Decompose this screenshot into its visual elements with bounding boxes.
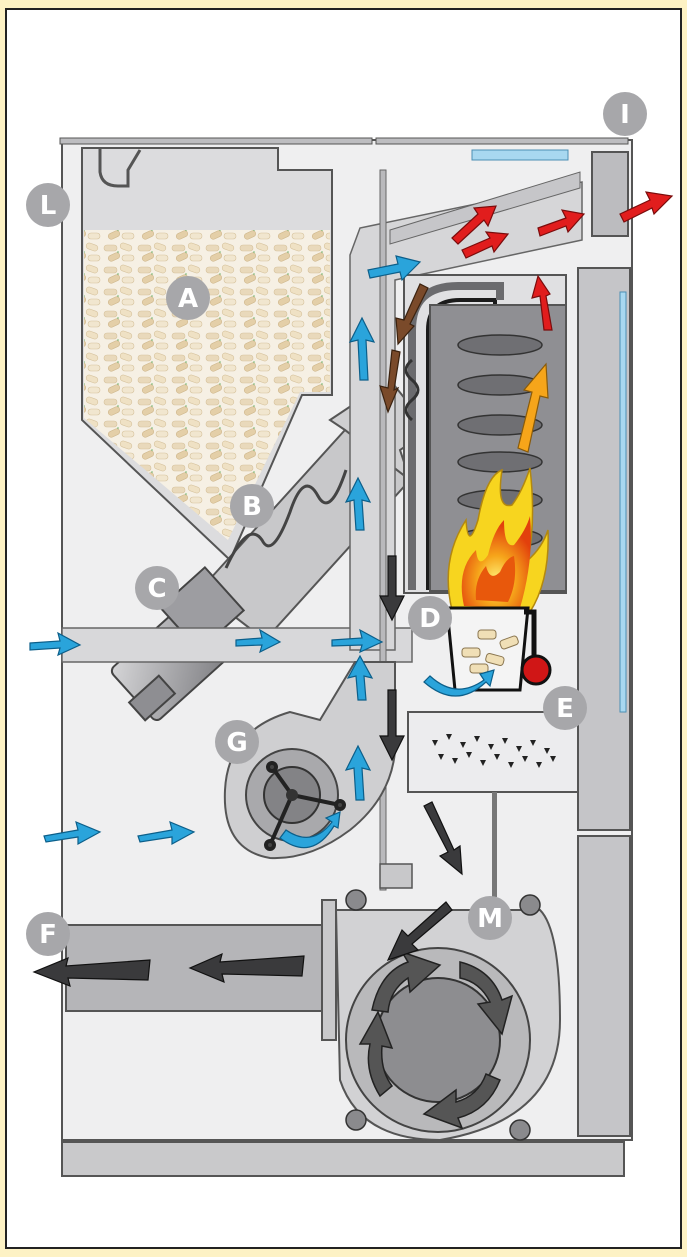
base-plinth [61, 1141, 625, 1177]
flame-icon [447, 467, 549, 613]
label-l: L [26, 183, 70, 227]
svg-text:B: B [242, 492, 262, 522]
fan-housing-lugs [345, 889, 541, 1141]
svg-text:M: M [477, 904, 503, 934]
pellet-hopper [81, 147, 333, 562]
hopper-lid-hinge [98, 148, 142, 188]
label-a: A [166, 276, 210, 320]
front-glass-panel [577, 267, 631, 1137]
svg-text:D: D [419, 604, 441, 634]
combustion-chamber [403, 274, 567, 692]
svg-text:C: C [147, 574, 166, 604]
svg-text:E: E [556, 694, 574, 724]
igniter-icon [520, 609, 552, 686]
label-b: B [230, 484, 274, 528]
ash-drawer [407, 711, 579, 897]
auger-icon [224, 469, 348, 569]
rotation-arrows [358, 950, 514, 1130]
hot-air-arrows [451, 191, 674, 331]
diagram-labels: A B C D E F G I [26, 92, 647, 956]
svg-text:A: A [178, 284, 198, 314]
smoke-arrows [32, 555, 463, 987]
label-e: E [543, 686, 587, 730]
svg-text:L: L [40, 191, 57, 221]
burn-pot [445, 606, 530, 692]
label-m: M [468, 896, 512, 940]
heat-rise-arrow [517, 362, 549, 453]
svg-text:F: F [39, 920, 57, 950]
ash-particles [432, 734, 556, 768]
air-flow-arrows [29, 255, 495, 849]
label-g: G [215, 720, 259, 764]
flue-outlet [471, 149, 629, 237]
label-i: I [603, 92, 647, 136]
label-c: C [135, 566, 179, 610]
flue-gas-arrows [379, 283, 429, 414]
label-f: F [26, 912, 70, 956]
lower-front-panel [577, 835, 631, 1137]
pellet-icon [84, 230, 330, 540]
svg-text:G: G [226, 728, 247, 758]
svg-text:I: I [620, 100, 630, 130]
label-d: D [408, 596, 452, 640]
